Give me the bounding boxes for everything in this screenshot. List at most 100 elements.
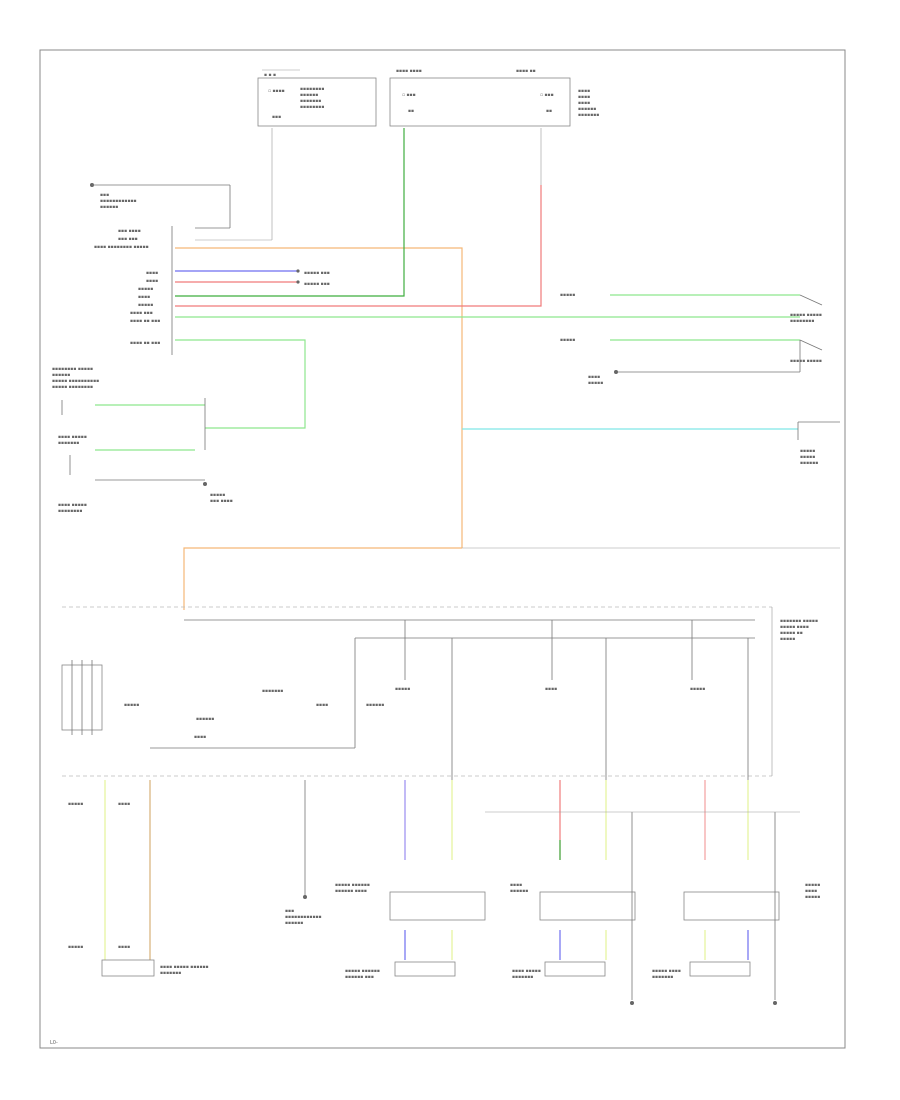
window-control-module: ▪▪▪▪▪ ▪▪▪▪ ▪▪▪▪▪ ▪▪▪▪▪▪▪ ▪▪▪▪ ▪▪▪▪▪▪ ▪▪▪… <box>61 619 755 780</box>
svg-text:▪▪▪▪▪▪▪▪: ▪▪▪▪▪▪▪▪ <box>58 509 82 514</box>
svg-text:▪▪▪▪▪▪: ▪▪▪▪▪▪ <box>285 921 303 926</box>
svg-text:▪▪▪▪▪ ▪▪: ▪▪▪▪▪ ▪▪ <box>780 631 803 636</box>
svg-text:▪▪▪ ▪▪▪: ▪▪▪ ▪▪▪ <box>118 237 138 242</box>
svg-text:▪▪▪▪▪: ▪▪▪▪▪ <box>560 338 575 343</box>
svg-text:▪▪▪▪▪ ▪▪▪▪▪▪▪▪: ▪▪▪▪▪ ▪▪▪▪▪▪▪▪ <box>52 385 93 390</box>
svg-text:▪▪▪▪▪ ▪▪▪: ▪▪▪▪▪ ▪▪▪ <box>304 271 330 276</box>
svg-text:▪▪▪▪▪▪▪▪▪▪▪▪: ▪▪▪▪▪▪▪▪▪▪▪▪ <box>285 915 322 920</box>
svg-text:▪▪▪▪ ▪▪ ▪▪▪: ▪▪▪▪ ▪▪ ▪▪▪ <box>130 319 160 324</box>
svg-text:▫ ▪▪▪: ▫ ▪▪▪ <box>540 93 554 98</box>
svg-text:▪▪▪▪: ▪▪▪▪ <box>118 802 130 807</box>
svg-text:▪▪▪▪▪▪ ▪▪▪: ▪▪▪▪▪▪ ▪▪▪ <box>345 975 374 980</box>
left-door-switches: ▪▪▪▪▪▪▪▪ ▪▪▪▪▪ ▪▪▪▪▪▪ ▪▪▪▪▪ ▪▪▪▪▪▪▪▪▪▪ ▪… <box>52 367 233 514</box>
svg-text:▪▪▪▪▪ ▪▪▪▪▪: ▪▪▪▪▪ ▪▪▪▪▪ <box>790 313 822 318</box>
svg-text:▪▪▪▪ ▪▪▪▪▪: ▪▪▪▪ ▪▪▪▪▪ <box>58 503 87 508</box>
svg-text:▪▪▪▪: ▪▪▪▪ <box>194 735 206 740</box>
svg-text:▪▪▪▪▪: ▪▪▪▪▪ <box>138 287 153 292</box>
fuse-box-left: ▪ ▪ ▪ ▫ ▪▪▪▪ ▪▪▪▪▪▪▪▪ ▪▪▪▪▪▪ ▪▪▪▪▪▪▪ ▪▪▪… <box>257 69 377 127</box>
svg-text:▪▪▪▪: ▪▪▪▪ <box>118 945 130 950</box>
right-passenger-switch: ▪▪▪▪▪ ▪▪▪▪▪▪ ▪▪▪▪▪▪ ▪▪▪▪ ▪▪▪▪▪ ▪▪▪▪▪▪ ▪▪… <box>335 780 486 980</box>
svg-text:▪▪: ▪▪ <box>546 109 552 114</box>
right-rear-switch: ▪▪▪▪▪ ▪▪▪▪ ▪▪▪▪▪ ▪▪▪▪▪ ▪▪▪▪ ▪▪▪▪▪▪▪ <box>485 780 820 1005</box>
svg-text:▪▪▪▪▪: ▪▪▪▪▪ <box>800 455 815 460</box>
wire-red-fuse <box>175 185 542 307</box>
svg-text:▪▪▪▪ ▪▪ ▪▪▪: ▪▪▪▪ ▪▪ ▪▪▪ <box>130 341 160 346</box>
svg-text:▪▪▪▪▪ ▪▪▪▪▪▪: ▪▪▪▪▪ ▪▪▪▪▪▪ <box>335 883 370 888</box>
svg-text:▪▪▪▪▪▪▪ ▪▪▪▪▪: ▪▪▪▪▪▪▪ ▪▪▪▪▪ <box>780 619 818 624</box>
svg-text:▪▪▪▪▪ ▪▪▪▪▪: ▪▪▪▪▪ ▪▪▪▪▪ <box>790 359 822 364</box>
wire-green-fuse <box>175 128 405 297</box>
svg-text:▪▪▪▪: ▪▪▪▪ <box>510 883 522 888</box>
svg-text:▪▪▪▪▪▪: ▪▪▪▪▪▪ <box>300 93 318 98</box>
wire-orange-main <box>175 247 463 548</box>
svg-text:▪▪▪▪: ▪▪▪▪ <box>146 271 158 276</box>
svg-text:▪▪▪▪: ▪▪▪▪ <box>578 89 590 94</box>
svg-text:▪▪▪▪▪▪▪: ▪▪▪▪▪▪▪ <box>160 971 181 976</box>
svg-text:▪▪▪▪: ▪▪▪▪ <box>588 375 600 380</box>
svg-text:▪▪▪▪▪▪ ▪▪▪▪: ▪▪▪▪▪▪ ▪▪▪▪ <box>335 889 367 894</box>
svg-text:▪▪▪▪▪▪▪: ▪▪▪▪▪▪▪ <box>58 441 79 446</box>
svg-text:▪▪▪▪▪ ▪▪▪: ▪▪▪▪▪ ▪▪▪ <box>304 282 330 287</box>
fuse-box-right: ▪▪▪▪ ▪▪▪▪ ▪▪▪▪ ▪▪ ▫ ▪▪▪ ▫ ▪▪▪ ▪▪ ▪▪ ▪▪▪▪… <box>389 69 599 127</box>
svg-text:▪▪▪▪: ▪▪▪▪ <box>316 703 328 708</box>
right-cyan-switch: ▪▪▪▪▪ ▪▪▪▪▪ ▪▪▪▪▪▪ <box>797 421 840 466</box>
svg-text:▪▪▪▪▪: ▪▪▪▪▪ <box>805 883 820 888</box>
svg-text:▪▪▪▪: ▪▪▪▪ <box>805 889 817 894</box>
svg-text:▪▪▪▪ ▪▪▪▪▪: ▪▪▪▪ ▪▪▪▪▪ <box>512 969 541 974</box>
lower-ground-drop: ▪▪▪ ▪▪▪▪▪▪▪▪▪▪▪▪ ▪▪▪▪▪▪ <box>285 780 322 926</box>
svg-text:▪▪▪▪▪▪: ▪▪▪▪▪▪ <box>578 107 596 112</box>
svg-text:▪▪▪▪: ▪▪▪▪ <box>578 101 590 106</box>
svg-text:▪▪▪▪▪: ▪▪▪▪▪ <box>124 703 139 708</box>
svg-text:▪▪▪▪ ▪▪▪: ▪▪▪▪ ▪▪▪ <box>130 311 153 316</box>
svg-text:▪▪▪▪ ▪▪▪▪: ▪▪▪▪ ▪▪▪▪ <box>396 69 422 74</box>
svg-text:▫ ▪▪▪▪: ▫ ▪▪▪▪ <box>268 89 285 94</box>
svg-text:▪▪▪▪▪: ▪▪▪▪▪ <box>210 493 225 498</box>
svg-text:▪▪▪▪: ▪▪▪▪ <box>578 95 590 100</box>
svg-text:▪▪▪▪▪: ▪▪▪▪▪ <box>138 303 153 308</box>
svg-text:▪▪▪▪▪ ▪▪▪▪▪▪: ▪▪▪▪▪ ▪▪▪▪▪▪ <box>345 969 380 974</box>
svg-text:▪▪▪▪▪▪▪▪ ▪▪▪▪▪: ▪▪▪▪▪▪▪▪ ▪▪▪▪▪ <box>52 367 93 372</box>
svg-text:▪▪▪▪▪▪▪▪: ▪▪▪▪▪▪▪▪ <box>300 87 324 92</box>
svg-text:▪▪▪▪▪▪▪▪: ▪▪▪▪▪▪▪▪ <box>790 319 814 324</box>
svg-text:▪▪▪▪▪: ▪▪▪▪▪ <box>690 687 705 692</box>
svg-text:▪▪▪▪▪: ▪▪▪▪▪ <box>68 945 83 950</box>
svg-text:▪▪▪▪▪: ▪▪▪▪▪ <box>805 895 820 900</box>
svg-text:▪▪▪▪: ▪▪▪▪ <box>545 687 557 692</box>
svg-text:▪▪▪▪▪: ▪▪▪▪▪ <box>395 687 410 692</box>
lower-left-drops: ▪▪▪▪ ▪▪▪▪▪ ▪▪▪▪▪▪ ▪▪▪▪▪▪▪ ▪▪▪▪▪ ▪▪▪▪ ▪▪▪… <box>68 780 209 977</box>
svg-text:▪▪▪▪▪▪: ▪▪▪▪▪▪ <box>800 461 818 466</box>
svg-text:▪▪: ▪▪ <box>408 109 414 114</box>
svg-text:▫ ▪▪▪: ▫ ▪▪▪ <box>402 93 416 98</box>
diagram-code: L0- <box>50 1040 58 1046</box>
svg-text:▪▪▪▪▪▪▪: ▪▪▪▪▪▪▪ <box>300 99 321 104</box>
wire-light-green-loop <box>175 339 306 429</box>
svg-text:▪▪▪▪▪▪: ▪▪▪▪▪▪ <box>196 717 214 722</box>
svg-text:▪▪▪: ▪▪▪ <box>100 193 109 198</box>
svg-text:▪▪▪▪▪: ▪▪▪▪▪ <box>68 802 83 807</box>
svg-text:▪▪▪▪▪ ▪▪▪▪▪▪▪▪▪▪: ▪▪▪▪▪ ▪▪▪▪▪▪▪▪▪▪ <box>52 379 99 384</box>
svg-text:▪▪▪▪▪ ▪▪▪▪: ▪▪▪▪▪ ▪▪▪▪ <box>652 969 681 974</box>
wire-orange-down <box>183 547 462 610</box>
left-rear-switch: ▪▪▪▪ ▪▪▪▪▪▪ ▪▪▪▪ ▪▪▪▪▪ ▪▪▪▪▪▪▪ <box>510 780 636 1005</box>
svg-text:▪▪▪▪: ▪▪▪▪ <box>138 295 150 300</box>
svg-text:▪▪▪▪▪▪: ▪▪▪▪▪▪ <box>366 703 384 708</box>
svg-text:▪▪▪▪ ▪▪▪▪▪: ▪▪▪▪ ▪▪▪▪▪ <box>58 435 87 440</box>
svg-text:▪▪▪▪ ▪▪: ▪▪▪▪ ▪▪ <box>516 69 536 74</box>
svg-text:▪▪▪▪▪: ▪▪▪▪▪ <box>560 293 575 298</box>
svg-text:▪▪▪▪▪▪▪▪▪▪▪▪: ▪▪▪▪▪▪▪▪▪▪▪▪ <box>100 199 137 204</box>
svg-text:▪▪▪: ▪▪▪ <box>272 115 281 120</box>
svg-text:▪▪▪▪ ▪▪▪▪▪ ▪▪▪▪▪▪: ▪▪▪▪ ▪▪▪▪▪ ▪▪▪▪▪▪ <box>160 965 209 970</box>
svg-text:▪▪▪▪▪▪: ▪▪▪▪▪▪ <box>510 889 528 894</box>
diagram-frame <box>39 49 846 1049</box>
svg-text:▪▪▪▪▪▪▪: ▪▪▪▪▪▪▪ <box>512 975 533 980</box>
svg-text:▪▪▪▪▪: ▪▪▪▪▪ <box>588 381 603 386</box>
svg-text:▪ ▪ ▪: ▪ ▪ ▪ <box>264 73 276 78</box>
svg-text:▪▪▪▪▪▪▪: ▪▪▪▪▪▪▪ <box>652 975 673 980</box>
svg-text:▪▪▪▪▪▪: ▪▪▪▪▪▪ <box>100 205 118 210</box>
svg-text:▪▪▪▪ ▪▪▪▪▪▪▪▪ ▪▪▪▪▪: ▪▪▪▪ ▪▪▪▪▪▪▪▪ ▪▪▪▪▪ <box>94 245 149 250</box>
ground-connector-top-left: ▪▪▪ ▪▪▪▪▪▪▪▪▪▪▪▪ ▪▪▪▪▪▪ <box>90 183 231 229</box>
svg-text:▪▪▪▪▪: ▪▪▪▪▪ <box>800 449 815 454</box>
svg-text:▪▪▪: ▪▪▪ <box>285 909 294 914</box>
svg-text:▪▪▪▪: ▪▪▪▪ <box>146 279 158 284</box>
svg-text:▪▪▪▪▪: ▪▪▪▪▪ <box>780 637 795 642</box>
